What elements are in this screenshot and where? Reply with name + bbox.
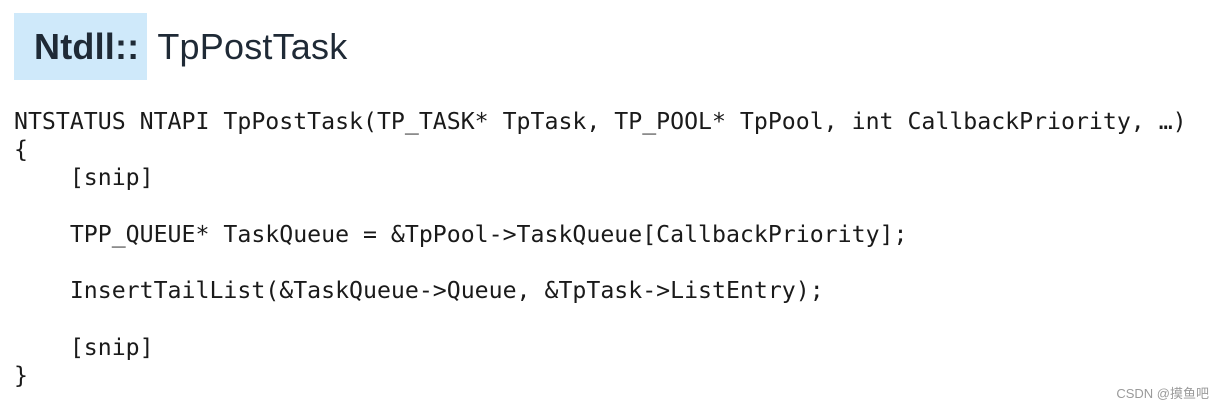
title-function-name: TpPostTask — [157, 25, 348, 67]
code-block: NTSTATUS NTAPI TpPostTask(TP_TASK* TpTas… — [14, 108, 1187, 390]
code-line-snip-top: [snip] — [14, 164, 154, 192]
code-line-blank-3 — [14, 305, 1187, 333]
code-line-snip-bottom: [snip] — [14, 333, 154, 361]
title-namespace: Ntdll:: — [34, 25, 140, 67]
slide-title: Ntdll:: TpPostTask — [14, 13, 347, 80]
code-line-blank-1 — [14, 193, 1187, 221]
code-line-signature: NTSTATUS NTAPI TpPostTask(TP_TASK* TpTas… — [14, 108, 1187, 135]
code-line-blank-2 — [14, 249, 1187, 277]
code-line-close-brace: } — [14, 361, 28, 389]
code-line-insert-tail: InsertTailList(&TaskQueue->Queue, &TpTas… — [14, 277, 824, 305]
code-line-open-brace: { — [14, 136, 28, 164]
watermark: CSDN @摸鱼吧 — [1116, 386, 1209, 401]
title-highlight: Ntdll:: — [14, 13, 148, 80]
code-line-task-queue: TPP_QUEUE* TaskQueue = &TpPool->TaskQueu… — [14, 220, 908, 248]
